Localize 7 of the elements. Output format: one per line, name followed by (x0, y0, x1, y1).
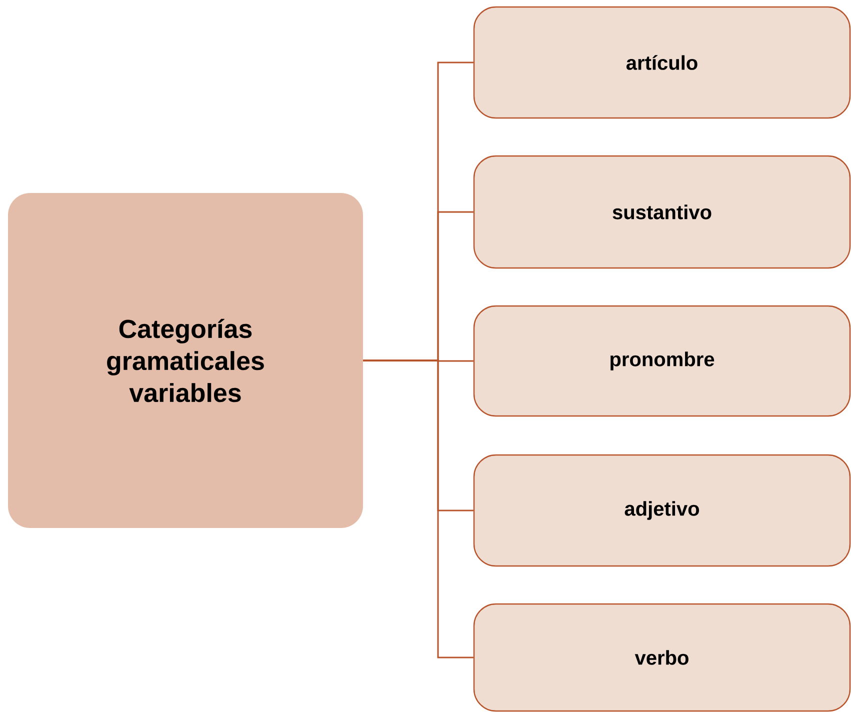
connector-line (363, 360, 474, 658)
category-box: artículo (473, 6, 851, 119)
category-box: sustantivo (473, 155, 851, 269)
category-box: verbo (473, 603, 851, 712)
category-box: adjetivo (473, 454, 851, 567)
category-box: pronombre (473, 305, 851, 417)
category-box: Categorías gramaticales variables (8, 193, 363, 528)
